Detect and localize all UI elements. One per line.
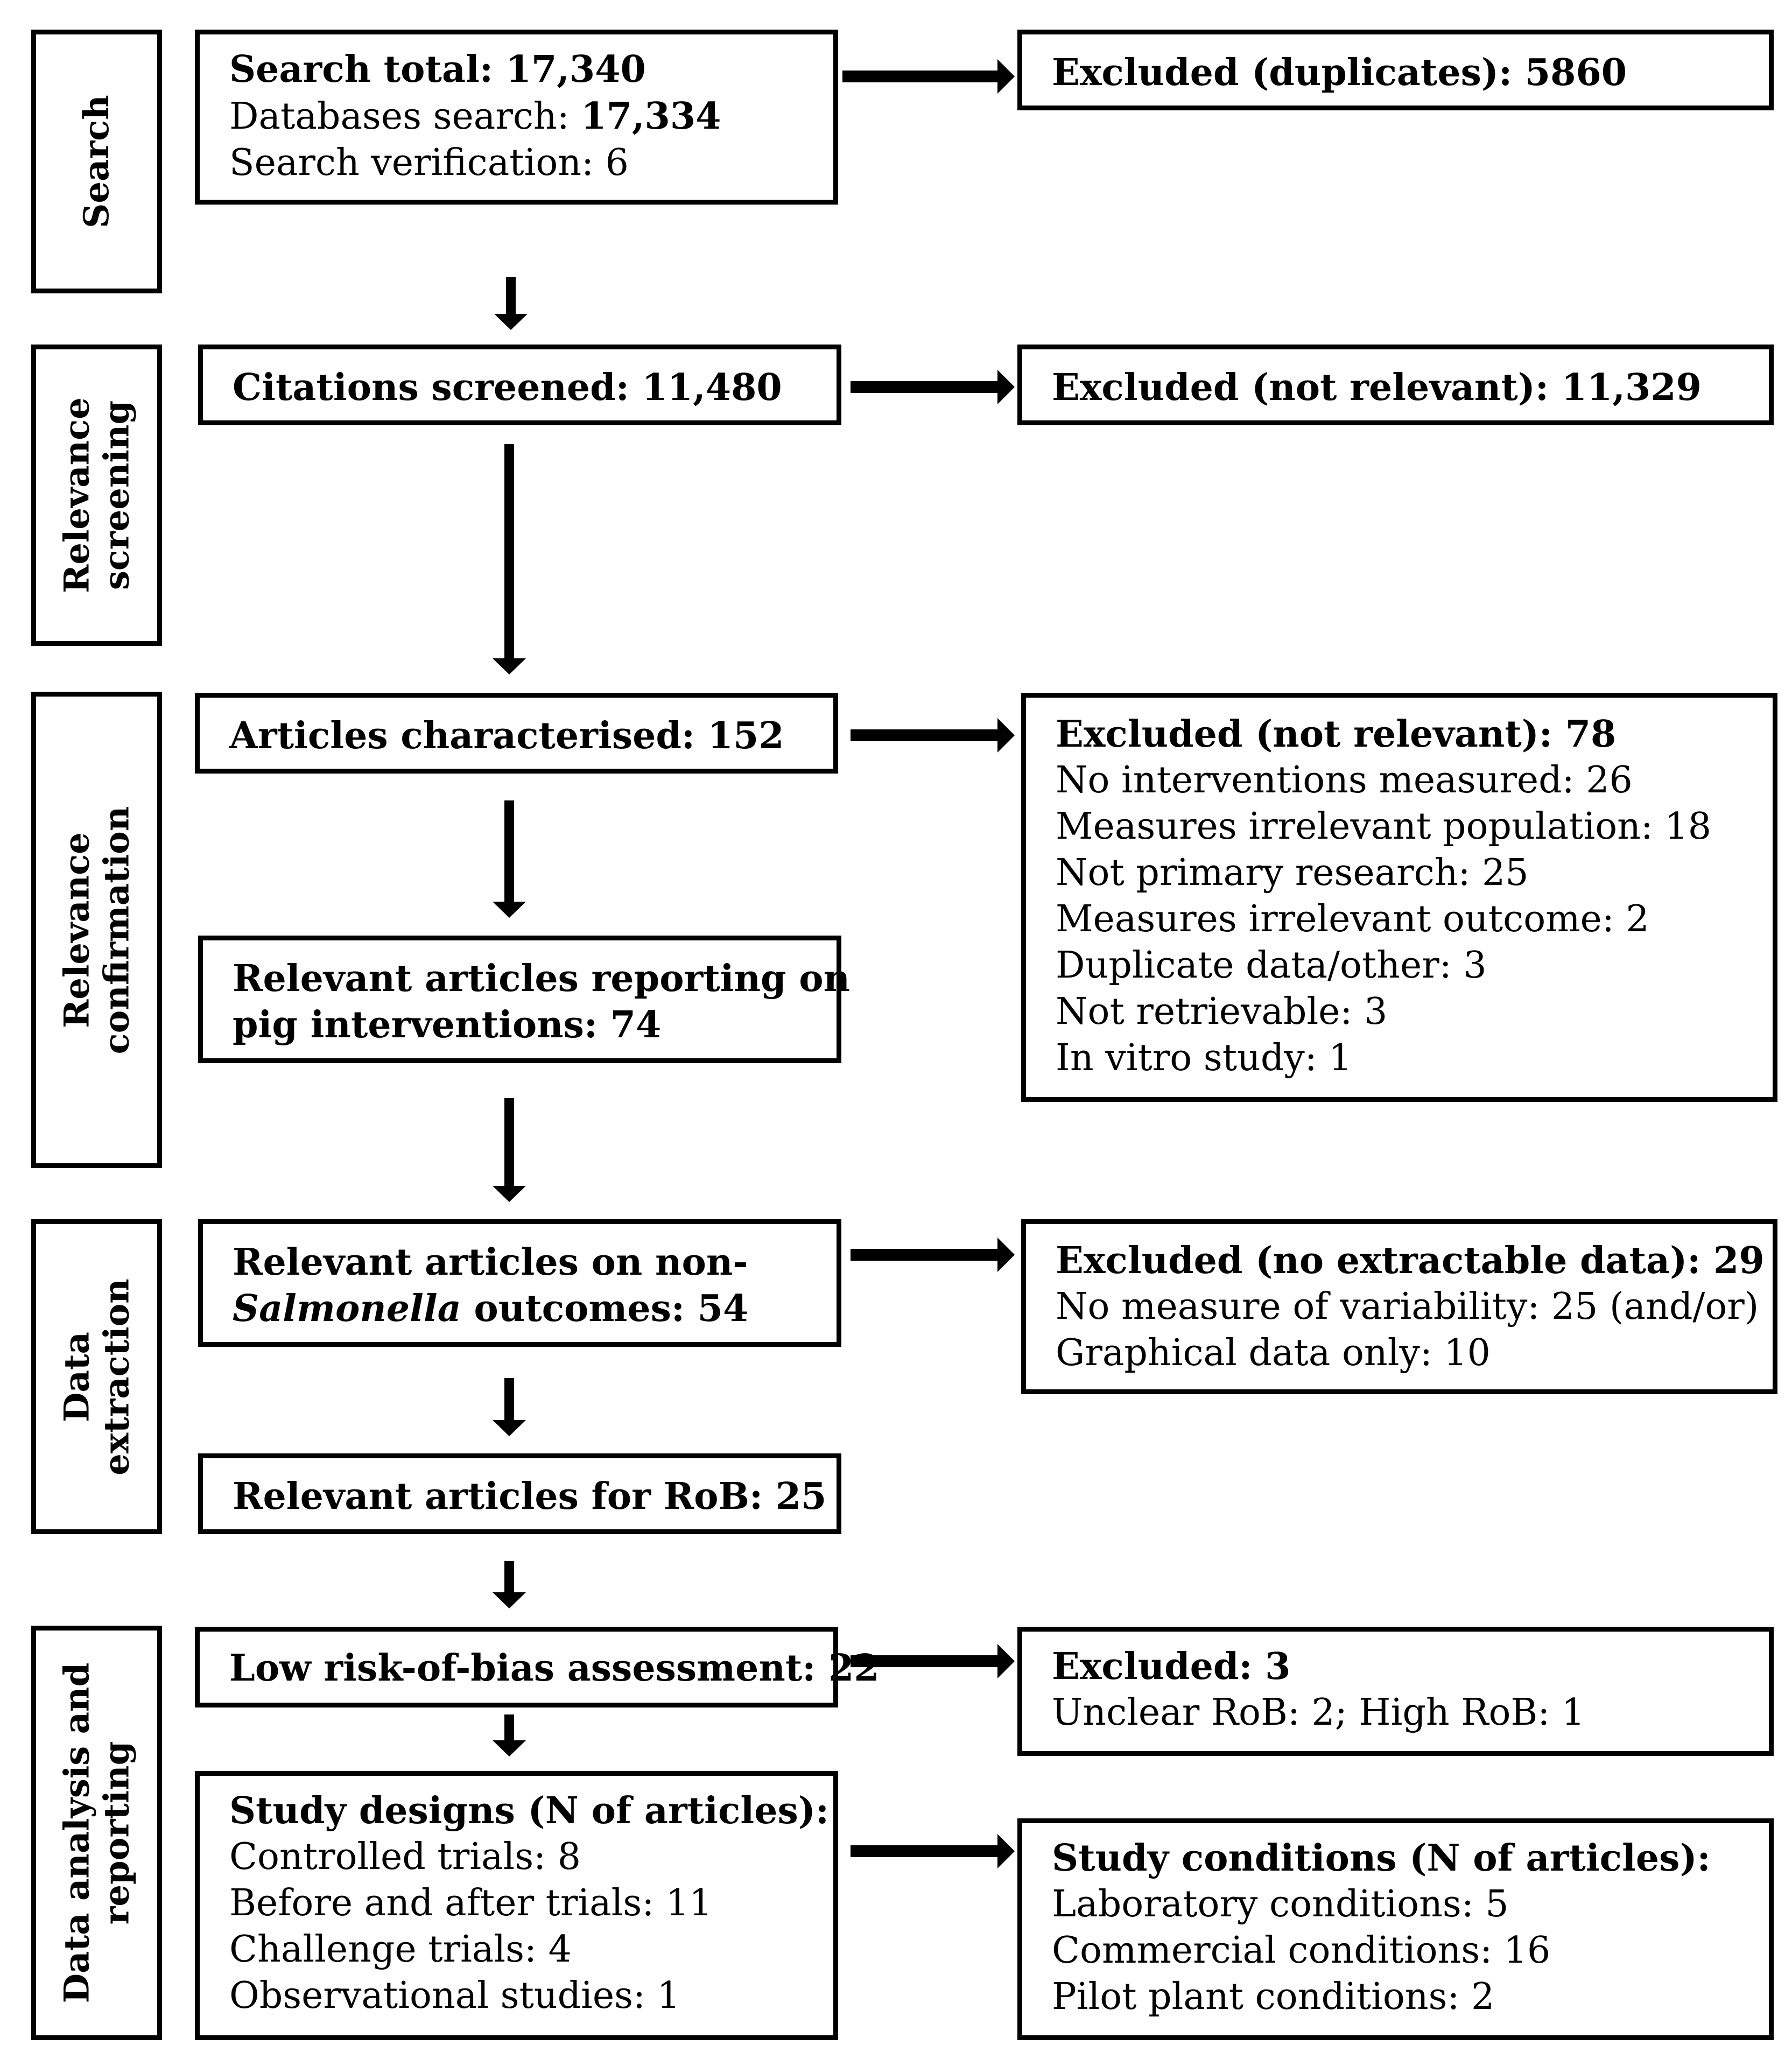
arrow-to-study-conditions [851, 1834, 1015, 1868]
excluded-not-relevant-1-text: Excluded (not relevant): 11,329 [1052, 366, 1702, 409]
stage-relevance-confirmation-line-2: confirmation [96, 806, 137, 1054]
salmonella-italic: Salmonella [233, 1287, 461, 1330]
rob-articles-text: Relevant articles for RoB: 25 [233, 1475, 827, 1518]
study-design-item: Observational studies: 1 [229, 1974, 680, 2017]
non-salmonella-rest: outcomes: 54 [461, 1287, 749, 1330]
exclusion-reason-item: In vitro study: 1 [1056, 1037, 1352, 1079]
rob-articles-box: Relevant articles for RoB: 25 [198, 1453, 841, 1534]
study-condition-item: Pilot plant conditions: 2 [1052, 1976, 1495, 2018]
articles-characterised-box: Articles characterised: 152 [195, 693, 838, 774]
excluded-duplicates-box: Excluded (duplicates): 5860 [1017, 30, 1774, 110]
stage-relevance-screening-line-2: screening [96, 400, 137, 591]
citations-screened-box: Citations screened: 11,480 [198, 345, 841, 425]
arrow-to-excluded-duplicates [842, 59, 1015, 94]
stage-search-label: Search [76, 95, 117, 228]
search-total-value: 17,340 [505, 48, 646, 91]
arrow-non-salmonella-to-rob [493, 1378, 526, 1436]
arrow-to-excluded-not-relevant-2 [851, 718, 1015, 753]
excluded-not-relevant-2-title: Excluded (not relevant): 78 [1056, 713, 1617, 756]
non-salmonella-box: Relevant articles on non- Salmonella out… [198, 1219, 841, 1347]
articles-characterised-text: Articles characterised: 152 [229, 714, 784, 757]
stage-relevance-confirmation-label: Relevance confirmation [56, 806, 137, 1054]
search-total-line: Search total: 17,340 [229, 46, 823, 93]
arrow-to-excluded-no-data [851, 1238, 1015, 1272]
databases-search-line: Databases search: 17,334 [229, 93, 823, 140]
pig-interventions-line-1: Relevant articles reporting on [233, 957, 851, 1000]
excluded-not-relevant-2-box: Excluded (not relevant): 78 No intervent… [1021, 693, 1777, 1102]
study-conditions-title: Study conditions (N of articles): [1052, 1837, 1711, 1880]
exclusion-reason-item: Measures irrelevant outcome: 2 [1056, 898, 1649, 940]
non-salmonella-line-2: Salmonella outcomes: 54 [233, 1285, 826, 1332]
study-design-item: Challenge trials: 4 [229, 1928, 572, 1971]
pig-interventions-box: Relevant articles reporting on pig inter… [198, 936, 851, 1063]
stage-relevance-screening: Relevance screening [31, 345, 162, 646]
stage-data-extraction-line-2: extraction [96, 1278, 137, 1475]
stage-data-analysis-reporting-label: Data analysis and reporting [56, 1662, 137, 2004]
databases-search-label: Databases search: [229, 95, 581, 138]
arrow-low-rob-to-designs [493, 1714, 526, 1756]
exclusion-reason-item: Not primary research: 25 [1056, 852, 1529, 894]
citations-screened-text: Citations screened: 11,480 [233, 366, 782, 409]
excluded-no-data-box: Excluded (no extractable data): 29 No me… [1021, 1219, 1777, 1394]
excluded-rob-box: Excluded: 3 Unclear RoB: 2; High RoB: 1 [1017, 1627, 1774, 1756]
study-design-item: Before and after trials: 11 [229, 1882, 713, 1924]
stage-data-analysis-line-2: reporting [96, 1741, 137, 1925]
stage-relevance-screening-label: Relevance screening [56, 397, 137, 593]
stage-relevance-confirmation-line-1: Relevance [56, 832, 97, 1028]
arrow-to-excluded-not-relevant-1 [851, 370, 1015, 404]
stage-data-extraction: Data extraction [31, 1219, 162, 1534]
databases-search-value: 17,334 [581, 95, 721, 138]
excluded-duplicates-text: Excluded (duplicates): 5860 [1052, 51, 1627, 94]
pig-interventions-line-2: pig interventions: 74 [233, 1003, 662, 1046]
stage-data-analysis-reporting: Data analysis and reporting [31, 1626, 162, 2040]
search-verification-line: Search verification: 6 [229, 142, 629, 184]
exclusion-reason-item: No interventions measured: 26 [1056, 759, 1633, 802]
no-data-reason-item: Graphical data only: 10 [1056, 1332, 1491, 1374]
non-salmonella-line-1: Relevant articles on non- [233, 1241, 748, 1284]
exclusion-reason-item: Duplicate data/other: 3 [1056, 944, 1487, 987]
arrow-pig-to-non-salmonella [493, 1098, 526, 1202]
excluded-not-relevant-1-box: Excluded (not relevant): 11,329 [1017, 345, 1774, 425]
stage-relevance-confirmation: Relevance confirmation [31, 692, 162, 1168]
study-condition-item: Laboratory conditions: 5 [1052, 1883, 1509, 1926]
study-design-item: Controlled trials: 8 [229, 1836, 581, 1878]
search-total-label: Search total: [229, 48, 506, 91]
stage-search: Search [31, 30, 162, 293]
arrow-search-to-screening [494, 277, 528, 330]
excluded-rob-title: Excluded: 3 [1052, 1645, 1291, 1688]
search-total-box: Search total: 17,340 Databases search: 1… [195, 30, 838, 205]
exclusion-reason-item: Measures irrelevant population: 18 [1056, 805, 1711, 848]
stage-data-analysis-line-1: Data analysis and [56, 1662, 97, 2004]
excluded-rob-item: Unclear RoB: 2; High RoB: 1 [1052, 1691, 1585, 1734]
study-conditions-box: Study conditions (N of articles): Labora… [1017, 1818, 1774, 2040]
excluded-no-data-title: Excluded (no extractable data): 29 [1056, 1239, 1765, 1282]
study-condition-item: Commercial conditions: 16 [1052, 1929, 1551, 1972]
stage-data-extraction-line-1: Data [56, 1331, 97, 1422]
stage-search-line-1: Search [76, 95, 117, 228]
arrow-to-excluded-rob [851, 1644, 1015, 1678]
arrow-screening-to-characterised [493, 444, 526, 674]
no-data-reason-item: No measure of variability: 25 (and/or) [1056, 1285, 1759, 1328]
stage-relevance-screening-line-1: Relevance [56, 397, 97, 593]
study-designs-box: Study designs (N of articles): Controlle… [195, 1771, 838, 2040]
arrow-characterised-to-pig [493, 800, 526, 918]
exclusion-reason-item: Not retrievable: 3 [1056, 990, 1388, 1033]
stage-data-extraction-label: Data extraction [56, 1278, 137, 1475]
study-designs-title: Study designs (N of articles): [229, 1789, 830, 1832]
low-rob-text: Low risk-of-bias assessment: 22 [229, 1647, 880, 1690]
arrow-rob-to-low-rob [493, 1561, 526, 1608]
low-rob-box: Low risk-of-bias assessment: 22 [195, 1627, 880, 1707]
